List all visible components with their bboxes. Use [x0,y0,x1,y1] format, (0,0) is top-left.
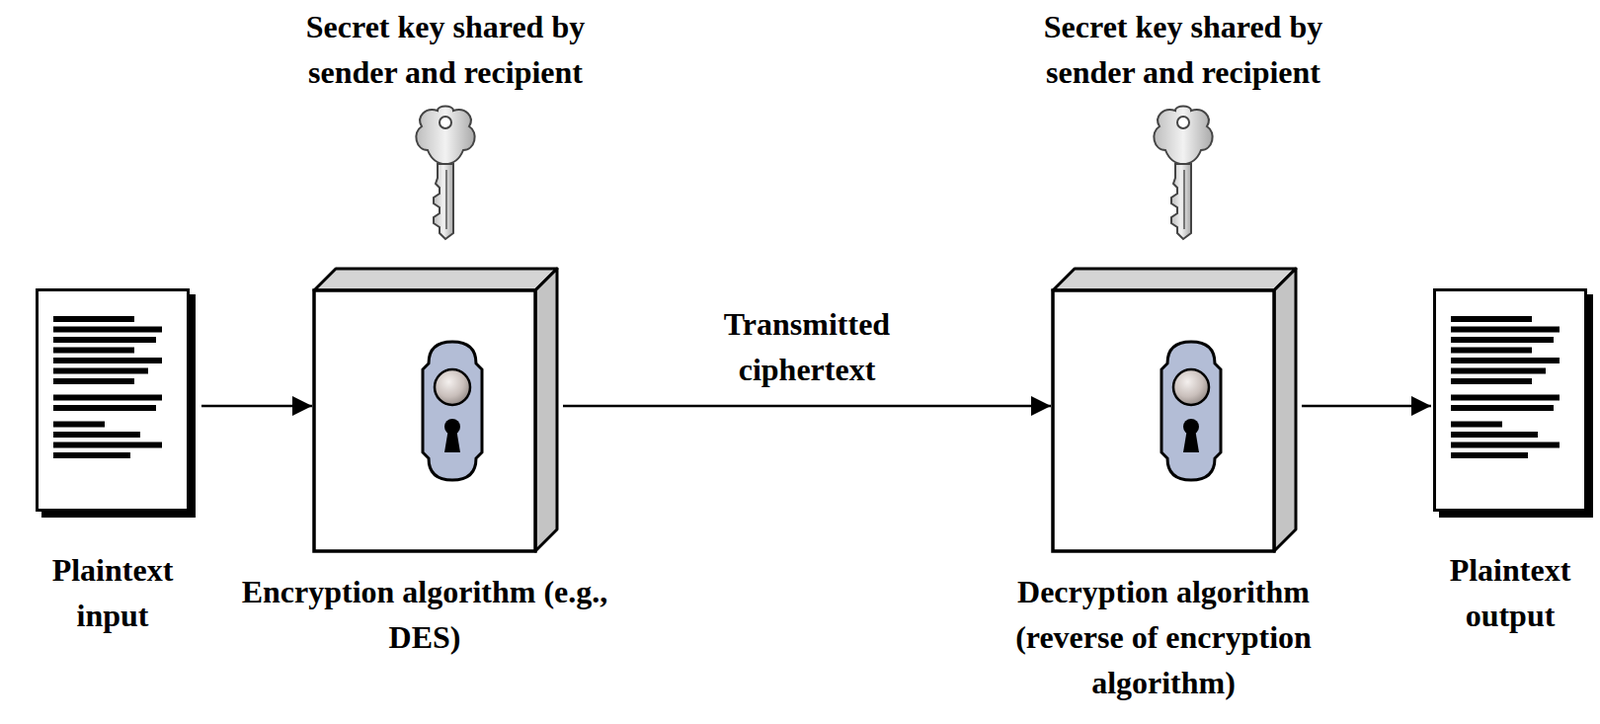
cipher-box-shape [314,290,536,552]
algorithm-box: Decryption algorithm (reverse of encrypt… [1052,290,1275,552]
lock-plate [422,341,482,480]
document-icon [35,288,190,512]
cipher-box-shape [1052,290,1275,552]
arrow-connector [1301,404,1432,408]
node-caption: Decryption algorithm (reverse of encrypt… [965,568,1361,706]
node-caption: Encryption algorithm (e.g., DES) [227,568,623,660]
arrow-connector [201,404,313,408]
document-node: Plaintext input [35,288,190,512]
document-node: Plaintext output [1433,288,1588,512]
arrow-connector [562,404,1051,408]
node-caption: Plaintext input [13,547,212,639]
key-icon [415,106,475,240]
node-caption: Plaintext output [1411,547,1600,639]
lock-plate [1161,341,1221,480]
edge-label: Transmitted ciphertext [688,301,926,393]
key-caption: Secret key shared by sender and recipien… [257,3,634,95]
document-icon [1433,288,1588,512]
key-icon [1153,106,1212,240]
algorithm-box: Encryption algorithm (e.g., DES) [314,290,536,552]
key-caption: Secret key shared by sender and recipien… [995,3,1371,95]
